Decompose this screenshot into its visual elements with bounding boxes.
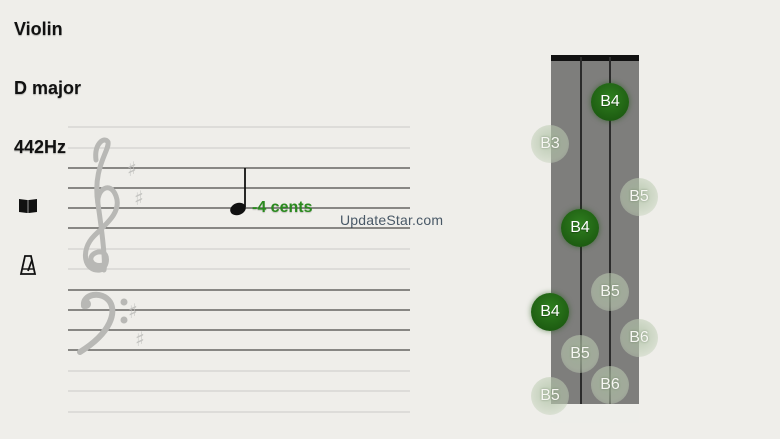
note-bubble[interactable]: B4 <box>591 83 629 121</box>
bass-key-signature: ♯ ♯ <box>128 299 145 351</box>
key-label[interactable]: D major <box>14 78 82 98</box>
cents-offset: -4 cents <box>252 199 313 216</box>
note-bubble[interactable]: B5 <box>561 335 599 373</box>
treble-clef-icon <box>83 137 120 273</box>
fingerboard-nut <box>551 55 639 61</box>
note-bubble[interactable]: B6 <box>620 319 658 357</box>
svg-text:♯: ♯ <box>134 186 144 210</box>
reference-pitch-label[interactable]: 442Hz <box>14 137 67 157</box>
note-bubble[interactable]: B4 <box>561 209 599 247</box>
watermark-text: UpdateStar.com <box>340 212 444 228</box>
note-bubble[interactable]: B6 <box>591 366 629 404</box>
metronome-icon[interactable] <box>16 253 40 277</box>
note-bubble[interactable]: B4 <box>531 293 569 331</box>
svg-text:♯: ♯ <box>128 299 138 323</box>
instrument-label[interactable]: Violin <box>14 19 63 39</box>
fingerboard-gap <box>551 404 639 423</box>
svg-text:♯: ♯ <box>135 327 145 351</box>
note-bubble[interactable]: B3 <box>531 125 569 163</box>
svg-text:♯: ♯ <box>127 157 137 181</box>
note-bubble[interactable]: B5 <box>620 178 658 216</box>
bass-clef-icon <box>77 291 116 355</box>
note-bubble[interactable]: B5 <box>591 273 629 311</box>
current-note-icon <box>230 168 246 216</box>
note-bubble[interactable]: B5 <box>531 377 569 415</box>
book-icon[interactable] <box>16 194 40 218</box>
treble-key-signature: ♯ ♯ <box>127 157 144 210</box>
fingerboard-string <box>609 57 611 423</box>
